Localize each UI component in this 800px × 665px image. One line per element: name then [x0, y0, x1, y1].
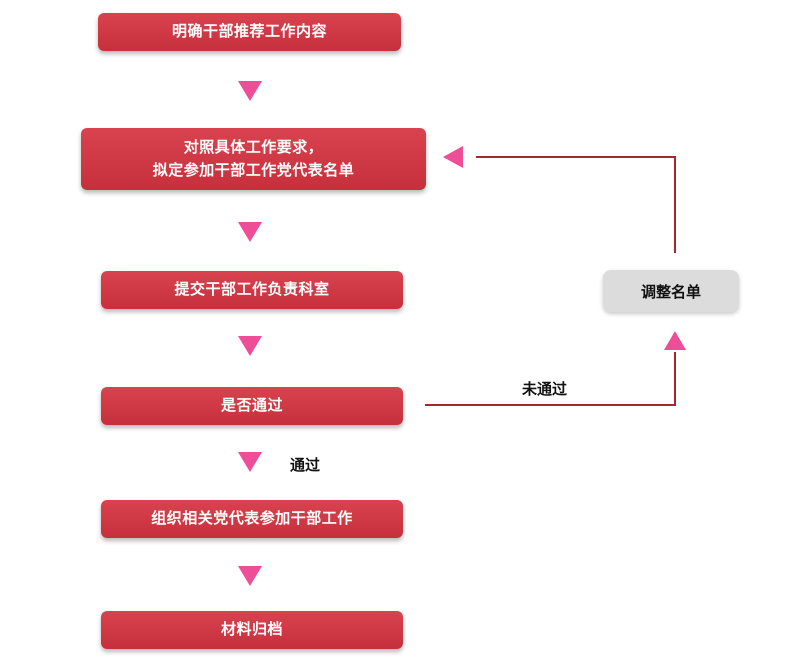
return-connector-vertical: [674, 156, 676, 253]
step-draft-list-line2: 拟定参加干部工作党代表名单: [152, 161, 355, 179]
fail-label: 未通过: [522, 380, 568, 398]
step-define-content-label: 明确干部推荐工作内容: [171, 22, 327, 41]
adjust-list-box: 调整名单: [603, 270, 739, 312]
step-submit-office-label: 提交干部工作负责科室: [174, 280, 330, 299]
pass-label: 通过: [290, 456, 321, 474]
step-approval-check-label: 是否通过: [220, 396, 283, 415]
arrow-down-icon: [238, 81, 262, 101]
arrow-down-icon: [238, 222, 262, 242]
arrow-down-icon: [238, 566, 262, 586]
step-organize-reps: 组织相关党代表参加干部工作: [101, 500, 403, 538]
fail-connector-vertical: [674, 352, 676, 406]
step-draft-list: 对照具体工作要求， 拟定参加干部工作党代表名单: [81, 128, 426, 190]
adjust-list-label: 调整名单: [640, 282, 701, 301]
step-define-content: 明确干部推荐工作内容: [98, 13, 401, 51]
arrow-left-icon: [443, 146, 463, 168]
arrow-up-icon: [664, 331, 686, 350]
arrow-down-icon: [238, 452, 262, 472]
step-draft-list-line1: 对照具体工作要求，: [183, 137, 324, 156]
step-approval-check: 是否通过: [101, 387, 403, 425]
step-submit-office: 提交干部工作负责科室: [101, 271, 403, 309]
step-archive: 材料归档: [101, 611, 403, 649]
step-organize-reps-label: 组织相关党代表参加干部工作: [151, 509, 353, 528]
step-archive-label: 材料归档: [220, 620, 283, 639]
fail-connector-horizontal: [425, 404, 676, 406]
arrow-down-icon: [238, 336, 262, 356]
return-connector-horizontal: [476, 156, 676, 158]
